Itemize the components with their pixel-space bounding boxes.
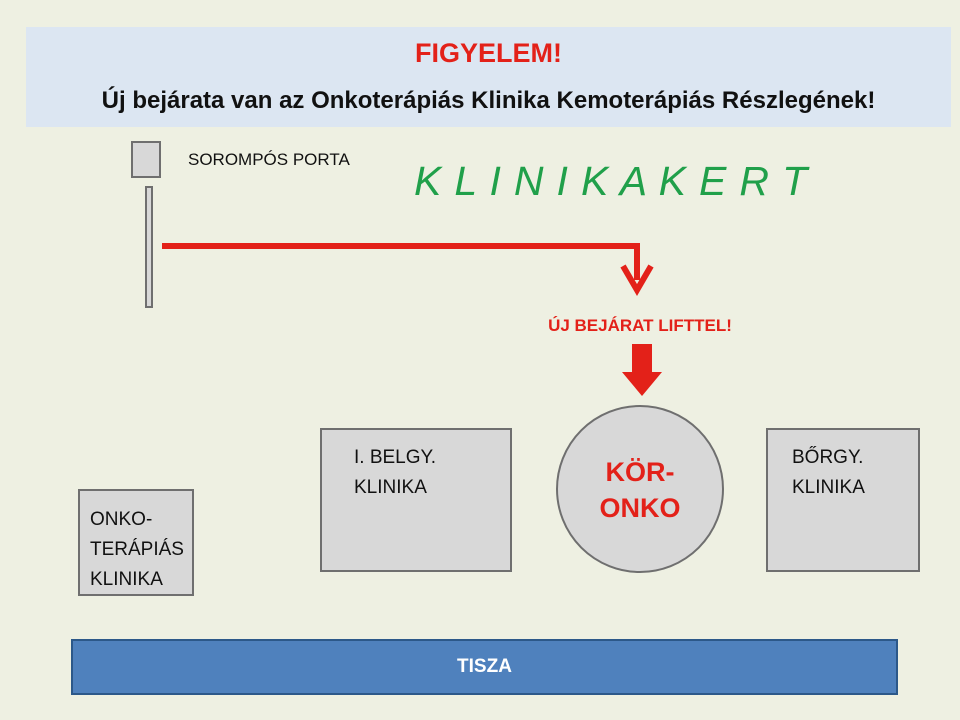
entrance-arrow-icon <box>622 344 662 396</box>
route-arrowhead-icon <box>620 264 654 296</box>
building-label-line: I. BELGY. <box>354 447 437 468</box>
warning-title: FIGYELEM! <box>415 38 562 68</box>
building-i-belgy-klinika: I. BELGY. KLINIKA <box>320 428 512 572</box>
new-entrance-label: ÚJ BEJÁRAT LIFTTEL! <box>548 316 732 335</box>
guard-booth-icon <box>131 141 161 178</box>
river-label: TISZA <box>457 656 512 677</box>
building-label-line: TERÁPIÁS <box>90 538 184 560</box>
building-borgy-klinika: BŐRGY. KLINIKA <box>766 428 920 572</box>
building-label-line: BŐRGY. <box>792 447 864 468</box>
building-label-line: KLINIKA <box>792 476 865 498</box>
clinic-garden-label: K L I N I K A K E R T <box>414 158 808 204</box>
notice-banner: FIGYELEM! Új bejárata van az Onkoterápiá… <box>26 27 951 127</box>
building-label-line: KLINIKA <box>354 476 427 498</box>
building-kor-onko: KÖR- ONKO <box>556 405 724 573</box>
route-path <box>162 243 640 280</box>
guard-booth-label: SOROMPÓS PORTA <box>188 150 350 169</box>
building-label-line: KÖR- <box>605 457 675 487</box>
barrier-gate-icon <box>145 186 153 308</box>
river-tisza: TISZA <box>71 639 898 695</box>
notice-text: Új bejárata van az Onkoterápiás Klinika … <box>101 87 876 114</box>
building-label-line: ONKO- <box>90 509 153 530</box>
building-label-line: ONKO <box>599 493 681 524</box>
building-onkoterapias-klinika: ONKO- TERÁPIÁS KLINIKA <box>78 489 194 596</box>
building-label-line: KLINIKA <box>90 568 163 590</box>
